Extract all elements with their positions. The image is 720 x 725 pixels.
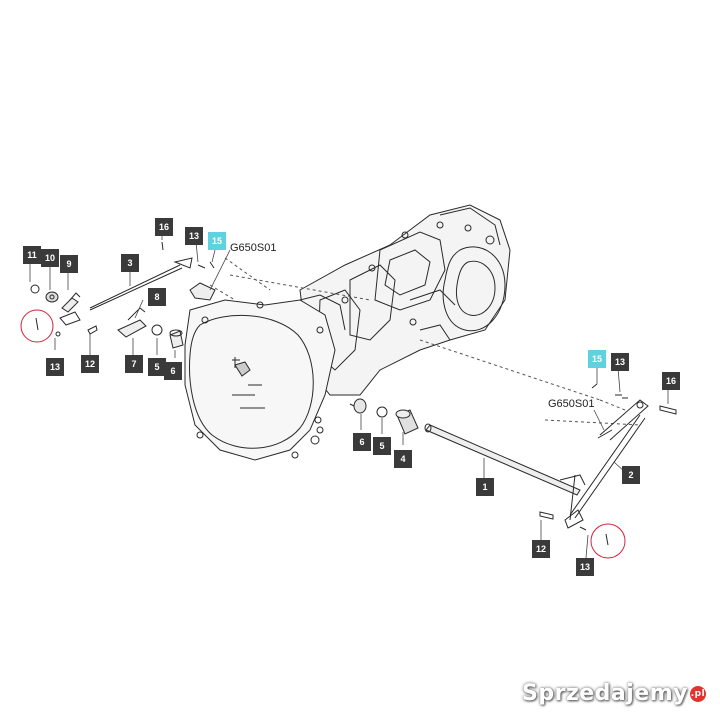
callout-10[interactable]: 10 [41,249,59,267]
left-parts [30,241,216,349]
shaft-1 [424,423,586,521]
callout-15-left[interactable]: 15 [208,232,226,250]
callout-6-left[interactable]: 6 [164,362,182,380]
highlight-circle-right [590,523,626,559]
lever-2 [564,397,649,529]
highlight-circle-left [20,309,54,343]
callout-12-right[interactable]: 12 [532,540,550,558]
callout-11[interactable]: 11 [23,246,41,264]
callout-5-center[interactable]: 5 [373,437,391,455]
callout-13-left[interactable]: 13 [46,358,64,376]
callout-1[interactable]: 1 [476,478,494,496]
callout-8[interactable]: 8 [148,288,166,306]
watermark-suffix: .pl [690,685,706,702]
callout-6-center[interactable]: 6 [353,433,371,451]
callout-16-left[interactable]: 16 [155,218,173,236]
front-bellhousing [184,294,346,461]
watermark: Sprzedajemy .pl [522,681,706,706]
bushings [349,398,419,435]
callout-7[interactable]: 7 [125,355,143,373]
callout-13-right-top[interactable]: 13 [611,353,629,371]
reference-code-left: G650S01 [230,242,277,254]
callout-15-right[interactable]: 15 [588,350,606,368]
callout-12-left[interactable]: 12 [81,355,99,373]
callout-5-left[interactable]: 5 [148,358,166,376]
watermark-text: Sprzedajemy [522,681,688,706]
callout-9[interactable]: 9 [60,255,78,273]
rod-3 [89,257,193,311]
callout-13-right-bottom[interactable]: 13 [576,558,594,576]
reference-code-right: G650S01 [548,398,595,410]
callout-3[interactable]: 3 [121,254,139,272]
callout-13-top[interactable]: 13 [185,227,203,245]
callout-4[interactable]: 4 [394,450,412,468]
callout-16-right[interactable]: 16 [662,372,680,390]
rear-housing [299,204,511,396]
callout-2[interactable]: 2 [622,466,640,484]
